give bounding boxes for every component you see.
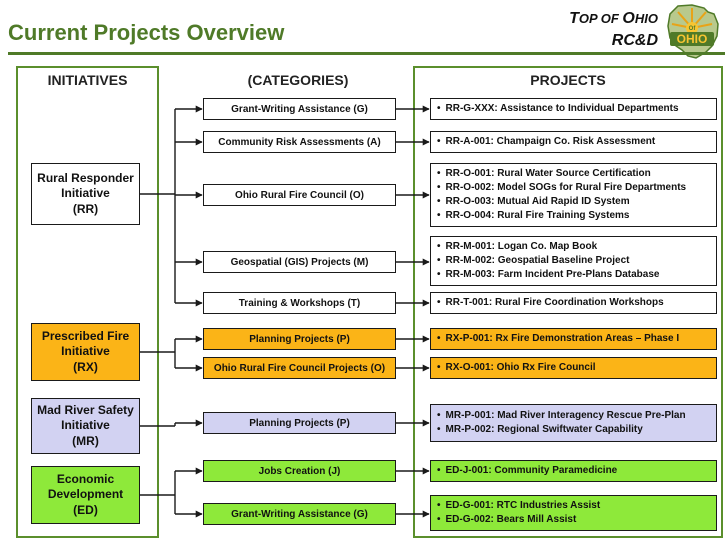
brand-letter-t: T (569, 10, 579, 27)
project-item: RR-G-XXX: Assistance to Individual Depar… (437, 102, 710, 116)
category-box: Community Risk Assessments (A) (203, 131, 396, 153)
projects-panel (413, 66, 723, 538)
ohio-logo-icon: OHIO Of (667, 4, 719, 59)
project-box: RR-G-XXX: Assistance to Individual Depar… (430, 98, 717, 120)
brand-letter-o: O (622, 10, 635, 27)
brand-name-line1: TOP OF OHIO (540, 10, 658, 28)
project-item: RR-O-004: Rural Fire Training Systems (437, 209, 710, 223)
projects-heading: PROJECTS (530, 72, 606, 88)
project-item: RR-M-002: Geospatial Baseline Project (437, 254, 710, 268)
project-item: RX-P-001: Rx Fire Demonstration Areas – … (437, 332, 710, 346)
project-item: MR-P-001: Mad River Interagency Rescue P… (437, 409, 710, 423)
initiatives-panel (16, 66, 159, 538)
categories-heading: (CATEGORIES) (247, 72, 349, 88)
project-box: RX-O-001: Ohio Rx Fire Council (430, 357, 717, 379)
category-box: Grant-Writing Assistance (G) (203, 98, 396, 120)
project-box: RR-T-001: Rural Fire Coordination Worksh… (430, 292, 717, 314)
category-box: Planning Projects (P) (203, 412, 396, 434)
project-item: MR-P-002: Regional Swiftwater Capability (437, 423, 710, 437)
brand-text-hio: HIO (634, 11, 658, 26)
category-box: Geospatial (GIS) Projects (M) (203, 251, 396, 273)
project-box: RX-P-001: Rx Fire Demonstration Areas – … (430, 328, 717, 350)
initiative-box: Mad River Safety Initiative (MR) (31, 398, 140, 454)
category-box: Planning Projects (P) (203, 328, 396, 350)
initiatives-heading: INITIATIVES (47, 72, 128, 88)
project-item: RR-M-003: Farm Incident Pre-Plans Databa… (437, 268, 710, 282)
project-item: RR-O-001: Rural Water Source Certificati… (437, 167, 710, 181)
category-box: Ohio Rural Fire Council (O) (203, 184, 396, 206)
header-rule (8, 52, 725, 55)
category-box: Ohio Rural Fire Council Projects (O) (203, 357, 396, 379)
initiative-box: Prescribed Fire Initiative (RX) (31, 323, 140, 381)
page-title: Current Projects Overview (8, 20, 285, 45)
brand-name-line2: RC&D (611, 32, 658, 49)
project-box: ED-G-001: RTC Industries AssistED-G-002:… (430, 495, 717, 531)
logo-small-text: Of (689, 26, 697, 32)
project-box: RR-A-001: Champaign Co. Risk Assessment (430, 131, 717, 153)
project-item: ED-J-001: Community Paramedicine (437, 464, 710, 478)
project-item: RR-O-002: Model SOGs for Rural Fire Depa… (437, 181, 710, 195)
project-item: RX-O-001: Ohio Rx Fire Council (437, 361, 710, 375)
logo-text: OHIO (677, 32, 708, 46)
project-item: RR-M-001: Logan Co. Map Book (437, 240, 710, 254)
category-box: Training & Workshops (T) (203, 292, 396, 314)
category-box: Grant-Writing Assistance (G) (203, 503, 396, 525)
project-item: ED-G-002: Bears Mill Assist (437, 513, 710, 527)
initiative-box: Economic Development (ED) (31, 466, 140, 524)
project-box: MR-P-001: Mad River Interagency Rescue P… (430, 404, 717, 442)
brand-text-op-of: OP OF (578, 11, 623, 26)
category-box: Jobs Creation (J) (203, 460, 396, 482)
project-box: RR-M-001: Logan Co. Map BookRR-M-002: Ge… (430, 236, 717, 286)
project-box: ED-J-001: Community Paramedicine (430, 460, 717, 482)
project-item: ED-G-001: RTC Industries Assist (437, 499, 710, 513)
project-item: RR-A-001: Champaign Co. Risk Assessment (437, 135, 710, 149)
project-item: RR-T-001: Rural Fire Coordination Worksh… (437, 296, 710, 310)
project-item: RR-O-003: Mutual Aid Rapid ID System (437, 195, 710, 209)
initiative-box: Rural Responder Initiative (RR) (31, 163, 140, 225)
project-box: RR-O-001: Rural Water Source Certificati… (430, 163, 717, 227)
